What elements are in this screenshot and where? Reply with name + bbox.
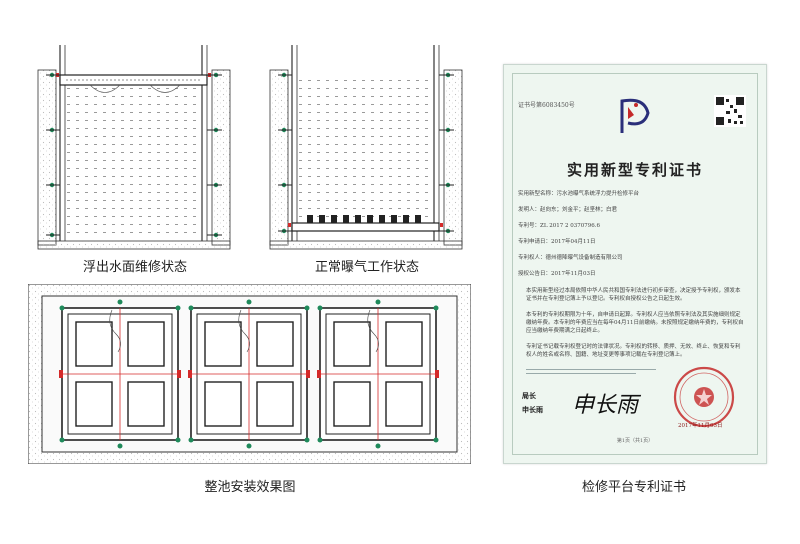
certificate-number: 证书号第6083450号 <box>518 102 575 109</box>
inventor: 发明人：赵向东；刘金平；赵坚林；白君 <box>518 207 618 213</box>
whole-pool-diagram <box>28 284 471 464</box>
certificate-title: 实用新型专利证书 <box>566 161 703 179</box>
whole-pool-svg <box>28 284 471 464</box>
director-signature: 申长雨 <box>572 393 639 418</box>
filing-date: 专利申请日：2017年04月11日 <box>518 239 596 245</box>
certificate-para-2: 本专利的专利权期限为十年，自申请日起算。专利权人应当依照专利法及其实施细则规定缴… <box>526 312 744 335</box>
director-name-label: 申长雨 <box>522 405 543 414</box>
grant-date: 授权公告日：2017年11月03日 <box>518 271 596 277</box>
caption-whole-pool: 整池安装效果图 <box>204 480 296 495</box>
normal-state-diagram <box>262 45 472 255</box>
patentee: 专利权人：德州德降曝气设备制造有限公司 <box>518 255 623 261</box>
certificate-para-1: 本实用新型经过本局依照中华人民共和国专利法进行初步审查，决定授予专利权，颁发本证… <box>526 288 741 303</box>
caption-certificate: 检修平台专利证书 <box>581 480 686 495</box>
qr-code-icon <box>714 95 746 127</box>
seal-date: 2017年11月03日 <box>678 423 723 429</box>
caption-normal-state: 正常曝气工作状态 <box>314 260 419 275</box>
certificate-footer: 第1页（共1页） <box>616 438 654 444</box>
float-state-diagram <box>30 45 240 255</box>
certificate-para-3: 专利证书记载专利权登记时的法律状况。专利权的转移、质押、无效、终止、恢复和专利权… <box>526 344 741 359</box>
patent-number: 专利号：ZL 2017 2 0370796.6 <box>518 223 600 229</box>
director-label: 局长 <box>522 391 536 400</box>
patent-emblem-icon <box>620 98 650 133</box>
utility-name: 实用新型名称：污水池曝气系统浮力提升检修平台 <box>518 191 640 197</box>
normal-state-svg <box>269 45 463 250</box>
certificate-border <box>512 73 758 455</box>
patent-certificate: 证书号第6083450号 实用新型专利证书 实用新型名称：污水池曝气系统浮力提升… <box>503 64 767 464</box>
divider-line <box>526 369 656 371</box>
divider-line <box>526 373 636 375</box>
official-seal-icon <box>673 366 735 428</box>
float-state-svg <box>37 45 231 250</box>
caption-float-state: 浮出水面维修状态 <box>82 260 187 275</box>
